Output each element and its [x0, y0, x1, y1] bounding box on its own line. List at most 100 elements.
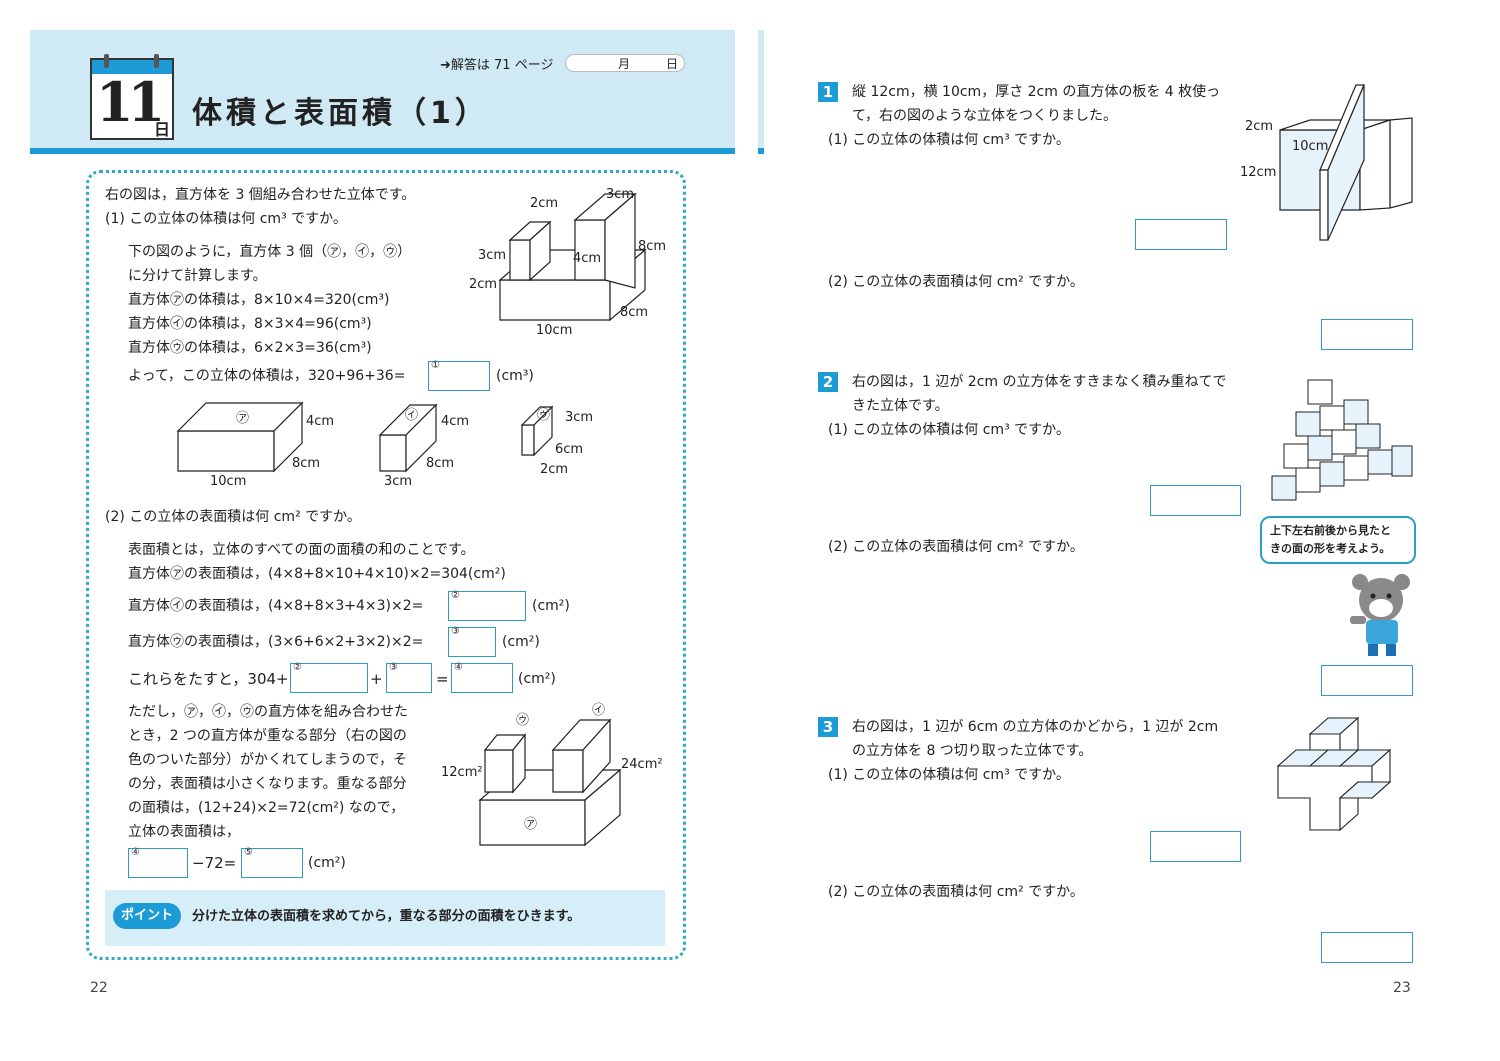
- figure-label: 4cm: [441, 414, 469, 429]
- figure-label: 3cm: [478, 248, 506, 263]
- q1-part-2: (2) この立体の表面積は何 cm² ですか。: [828, 274, 1084, 290]
- unit-label: (cm³): [496, 368, 534, 384]
- header-band-right: [758, 30, 764, 154]
- explain-line: 直方体㋒の体積は，6×2×3=36(cm³): [128, 340, 372, 356]
- cross-plate-figure: 2cm 10cm 12cm: [1240, 84, 1413, 241]
- figure-label: ㋑: [592, 703, 605, 718]
- date-field[interactable]: 月 日: [565, 54, 685, 72]
- answer-box-4-repeat[interactable]: ④: [128, 847, 188, 878]
- figure-label: 2cm: [1245, 119, 1273, 134]
- answer-box-3[interactable]: ③: [448, 626, 496, 657]
- unit-label: (cm²): [518, 671, 556, 687]
- example-frame: [86, 170, 686, 960]
- unit-label: (cm²): [502, 634, 540, 650]
- answer-box-q1-2[interactable]: [1321, 319, 1413, 350]
- question-number-2: 2: [818, 372, 838, 392]
- cross-cube-figure: [1276, 716, 1392, 832]
- figure-label: ㋐: [236, 411, 249, 426]
- figure-label: 8cm: [292, 456, 320, 471]
- figure-label: 8cm: [620, 305, 648, 320]
- intro-text: 右の図は，直方体を 3 個組み合わせた立体です。: [105, 187, 416, 203]
- answer-box-q2-2[interactable]: [1321, 665, 1413, 696]
- explain-line: 直方体㋒の表面積は，(3×6+6×2+3×2)×2=: [128, 634, 424, 650]
- answer-box-q3-1[interactable]: [1150, 831, 1241, 862]
- question-number-3: 3: [818, 717, 838, 737]
- explain-line: 直方体㋑の表面積は，(4×8+8×3+4×3)×2=: [128, 598, 424, 614]
- figure-label: 8cm: [638, 239, 666, 254]
- note-text: ただし，㋐，㋑，㋒の直方体を組み合わせた とき，2 つの直方体が重なる部分（右の…: [128, 704, 408, 840]
- figure-label: 6cm: [555, 442, 583, 457]
- figure-label: 2cm: [469, 277, 497, 292]
- figure-label: 4cm: [306, 414, 334, 429]
- hint-bubble: 上下左右前後から見たと きの面の形を考えよう。: [1260, 516, 1416, 564]
- answer-box-q2-1[interactable]: [1150, 485, 1241, 516]
- figure-label: 3cm: [384, 474, 412, 489]
- answer-box-2-repeat[interactable]: ②: [290, 662, 368, 693]
- explain-line: 直方体㋐の表面積は，(4×8+8×10+4×10)×2=304(cm²): [128, 566, 506, 582]
- page-title: 体積と表面積（1）: [192, 96, 489, 131]
- unit-label: (cm²): [308, 855, 346, 871]
- q3-part-2: (2) この立体の表面積は何 cm² ですか。: [828, 884, 1084, 900]
- figure-label: 10cm: [1292, 139, 1328, 154]
- figure-label: ㋐: [524, 817, 537, 832]
- answer-box-q3-2[interactable]: [1321, 932, 1413, 963]
- equals-sign: =: [436, 670, 449, 688]
- question-2: (2) この立体の表面積は何 cm² ですか。: [105, 509, 361, 525]
- q2-text: 右の図は，1 辺が 2cm の立方体をすきまなく積み重ねてで: [852, 374, 1227, 390]
- header-rule-right: [758, 148, 764, 154]
- explain-line: 表面積とは，立体のすべての面の面積の和のことです。: [128, 542, 475, 558]
- figure-label: 12cm²: [441, 765, 483, 780]
- minus-line: −72=: [192, 854, 237, 872]
- header-rule: [30, 148, 735, 154]
- figure-label: 10cm: [536, 323, 572, 338]
- answer-box-5[interactable]: ⑤: [241, 847, 303, 878]
- month-label: 月: [618, 57, 631, 71]
- overlap-figure: ㋒ ㋑ 12cm² 24cm² ㋐: [441, 703, 663, 847]
- stacked-cubes-figure: [1271, 379, 1413, 501]
- page-number-left: 22: [90, 980, 108, 996]
- figure-label: 3cm: [565, 410, 593, 425]
- q1-text: 縦 12cm，横 10cm，厚さ 2cm の直方体の板を 4 枚使っ: [852, 84, 1221, 100]
- q1-part-1: (1) この立体の体積は何 cm³ ですか。: [828, 132, 1070, 148]
- day-label: 日: [154, 120, 171, 139]
- point-text: 分けた立体の表面積を求めてから，重なる部分の面積をひきます。: [192, 909, 581, 924]
- q3-text: 右の図は，1 辺が 6cm の立方体のかどから，1 辺が 2cm: [852, 719, 1219, 735]
- figure-label: 2cm: [540, 462, 568, 477]
- explain-line: 直方体㋑の体積は，8×3×4=96(cm³): [128, 316, 372, 332]
- sum-line: よって，この立体の体積は，320+96+36=: [128, 368, 406, 384]
- split-figures: ㋐ 4cm 8cm 10cm ㋑ 4cm 8cm 3cm ㋒ 3cm 6cm 2…: [176, 401, 593, 489]
- question-number-1: 1: [818, 82, 838, 102]
- figure-label: ㋑: [405, 408, 418, 423]
- figure-label: 4cm: [573, 251, 601, 266]
- answer-box-1[interactable]: ①: [428, 360, 490, 391]
- point-band: [105, 890, 665, 946]
- figure-label: 10cm: [210, 474, 246, 489]
- figure-label: ㋒: [537, 408, 550, 423]
- q1-text: て，右の図のような立体をつくりました。: [852, 108, 1118, 124]
- sum-line-2: これらをたすと，304+: [128, 670, 289, 688]
- bear-mascot-icon: [1350, 574, 1410, 656]
- q2-part-1: (1) この立体の体積は何 cm³ ですか。: [828, 422, 1070, 438]
- figure-label: 12cm: [1240, 165, 1276, 180]
- answer-box-2[interactable]: ②: [448, 590, 526, 621]
- unit-label: (cm²): [532, 598, 570, 614]
- explain-line: 下の図のように，直方体 3 個（㋐，㋑，㋒）: [128, 244, 412, 260]
- page-number-right: 23: [1393, 980, 1411, 996]
- calendar-icon: [90, 54, 174, 140]
- figure-label: 24cm²: [621, 757, 663, 772]
- q3-part-1: (1) この立体の体積は何 cm³ ですか。: [828, 767, 1070, 783]
- plus-sign: +: [370, 670, 383, 688]
- explain-line: 直方体㋐の体積は，8×10×4=320(cm³): [128, 292, 390, 308]
- day-number: 11: [96, 70, 165, 134]
- explain-line: に分けて計算します。: [128, 268, 267, 284]
- answer-box-4[interactable]: ④: [451, 662, 513, 693]
- figure-label: 2cm: [530, 196, 558, 211]
- figure-label: 8cm: [426, 456, 454, 471]
- answer-box-3-repeat[interactable]: ③: [386, 662, 432, 693]
- figure-label: 3cm: [606, 187, 634, 202]
- answer-reference: ➜解答は 71 ページ: [440, 58, 554, 73]
- question-1: (1) この立体の体積は何 cm³ ですか。: [105, 211, 347, 227]
- q3-text: の立方体を 8 つ切り取った立体です。: [852, 743, 1093, 759]
- day-field-label: 日: [666, 57, 679, 71]
- answer-box-q1-1[interactable]: [1135, 219, 1227, 250]
